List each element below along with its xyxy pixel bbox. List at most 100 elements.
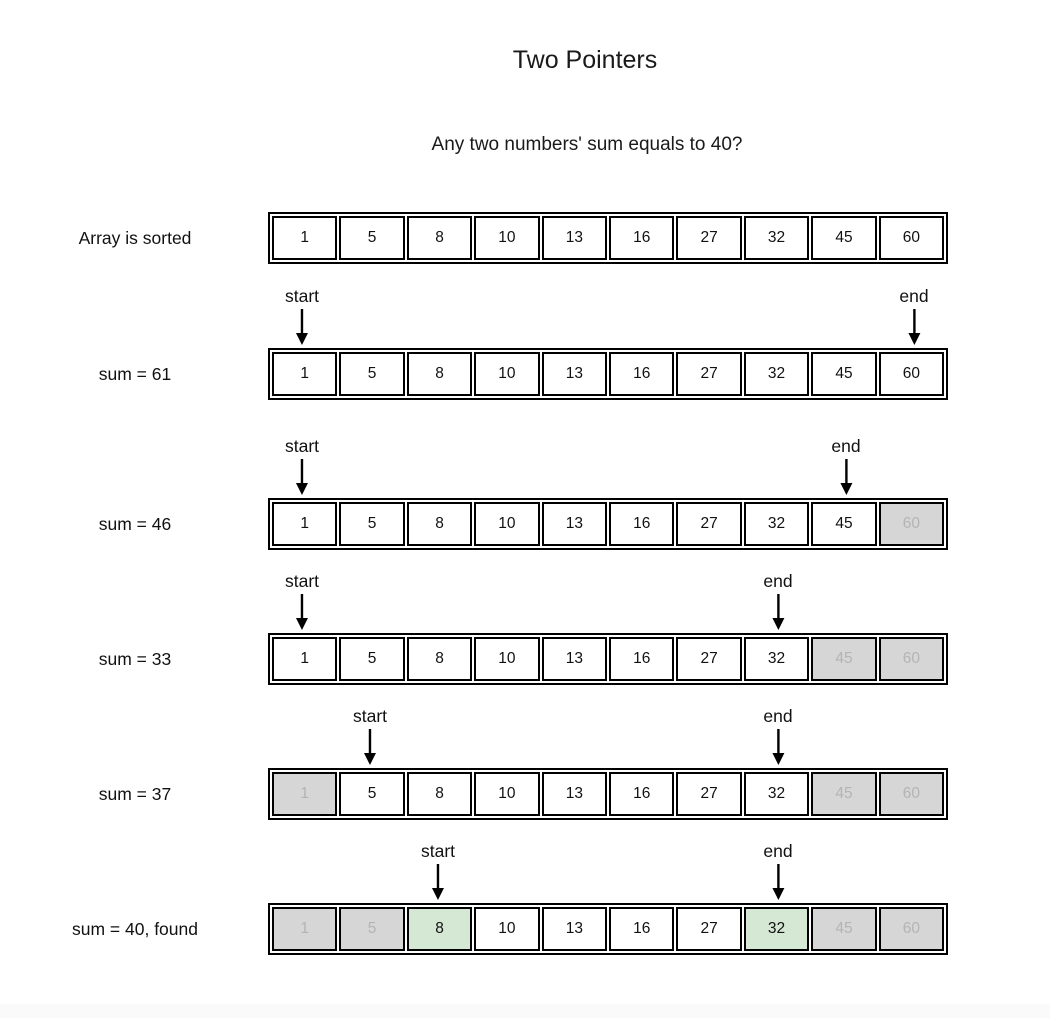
array-cell: 45 <box>811 907 877 951</box>
array-cell: 45 <box>811 772 877 816</box>
array-cell: 32 <box>743 216 810 260</box>
end-pointer-label: end <box>763 841 793 861</box>
array-cell: 60 <box>878 772 945 816</box>
down-arrow-icon <box>839 459 852 495</box>
end-pointer-label: end <box>899 286 929 306</box>
array-cell: 1 <box>272 772 338 816</box>
array-row: sum = 46 start end 1 5 8 10 13 16 27 32 … <box>0 436 1050 550</box>
array-cell: 5 <box>339 502 405 546</box>
page-title: Two Pointers <box>512 46 658 74</box>
array-cell: 32 <box>743 502 810 546</box>
array-cell: 10 <box>474 352 540 396</box>
array-cell: 32 <box>743 352 810 396</box>
question-text: Any two numbers' sum equals to 40? <box>431 134 743 155</box>
row-label: sum = 33 <box>98 648 172 669</box>
array: 1 5 8 10 13 16 27 32 45 60 <box>268 498 948 550</box>
array-cell: 8 <box>406 637 473 681</box>
down-arrow-icon <box>295 309 308 345</box>
array: 1 5 8 10 13 16 27 32 45 60 <box>268 212 948 264</box>
array-row: sum = 37 start end 1 5 8 10 13 16 27 32 … <box>0 706 1050 820</box>
array-cell: 5 <box>339 772 405 816</box>
start-pointer: start <box>421 841 455 900</box>
array-cell: 8 <box>406 502 473 546</box>
array-cell: 10 <box>474 772 540 816</box>
array-cell: 32 <box>743 772 810 816</box>
row-label: sum = 37 <box>98 783 172 804</box>
start-pointer: start <box>285 436 319 495</box>
array-cell: 16 <box>609 637 675 681</box>
array-cell: 1 <box>272 502 338 546</box>
array-cell: 10 <box>474 216 540 260</box>
end-pointer-label: end <box>763 571 793 591</box>
down-arrow-icon <box>363 729 376 765</box>
row-label: sum = 40, found <box>72 918 198 939</box>
array: 1 5 8 10 13 16 27 32 45 60 <box>268 903 948 955</box>
row-label: sum = 61 <box>98 363 172 384</box>
array-cell: 5 <box>339 352 405 396</box>
array-cell: 5 <box>339 216 405 260</box>
array-cell: 32 <box>743 637 810 681</box>
start-pointer: start <box>353 706 387 765</box>
array-cell: 27 <box>676 772 742 816</box>
array-cell: 45 <box>811 502 877 546</box>
array-cell: 8 <box>406 216 473 260</box>
array-cell: 5 <box>339 637 405 681</box>
end-pointer: end <box>899 286 929 345</box>
start-pointer-label: start <box>284 286 320 306</box>
array-cell: 16 <box>609 772 675 816</box>
array-cell: 60 <box>878 907 945 951</box>
array-cell: 13 <box>541 502 608 546</box>
array-row: Array is sorted 1 5 8 10 13 16 27 32 45 … <box>0 212 1050 264</box>
array-cell: 13 <box>541 907 608 951</box>
end-pointer: end <box>763 571 793 630</box>
array-cell: 16 <box>609 352 675 396</box>
start-pointer-label: start <box>284 571 320 591</box>
array-cell: 13 <box>541 772 608 816</box>
start-pointer-label: start <box>420 841 456 861</box>
down-arrow-icon <box>771 594 784 630</box>
array-row: sum = 33 start end 1 5 8 10 13 16 27 32 … <box>0 571 1050 685</box>
array: 1 5 8 10 13 16 27 32 45 60 <box>268 768 948 820</box>
row-label: Array is sorted <box>78 227 192 248</box>
start-pointer: start <box>285 571 319 630</box>
row-label: sum = 46 <box>98 513 172 534</box>
end-pointer: end <box>763 841 793 900</box>
down-arrow-icon <box>431 864 444 900</box>
array-cell: 27 <box>676 907 742 951</box>
end-pointer: end <box>831 436 861 495</box>
down-arrow-icon <box>295 459 308 495</box>
array-cell: 1 <box>272 907 338 951</box>
array-cell: 60 <box>878 502 945 546</box>
array-cell: 32 <box>743 907 810 951</box>
array-cell: 13 <box>541 352 608 396</box>
end-pointer: end <box>763 706 793 765</box>
array-cell: 16 <box>609 502 675 546</box>
array-cell: 10 <box>474 637 540 681</box>
array-cell: 8 <box>406 907 473 951</box>
array-row: sum = 40, found start end 1 5 8 10 13 16… <box>0 841 1050 955</box>
array-cell: 8 <box>406 352 473 396</box>
array-row: sum = 61 start end 1 5 8 10 13 16 27 32 … <box>0 286 1050 400</box>
array-cell: 10 <box>474 907 540 951</box>
array-cell: 13 <box>541 637 608 681</box>
array-cell: 27 <box>676 637 742 681</box>
array-cell: 5 <box>339 907 405 951</box>
array-cell: 45 <box>811 637 877 681</box>
array-cell: 10 <box>474 502 540 546</box>
end-pointer-label: end <box>831 436 861 456</box>
start-pointer-label: start <box>284 436 320 456</box>
array-cell: 1 <box>272 216 338 260</box>
down-arrow-icon <box>771 864 784 900</box>
down-arrow-icon <box>771 729 784 765</box>
start-pointer: start <box>285 286 319 345</box>
down-arrow-icon <box>907 309 920 345</box>
down-arrow-icon <box>295 594 308 630</box>
array-cell: 27 <box>676 352 742 396</box>
array-cell: 8 <box>406 772 473 816</box>
array-cell: 45 <box>811 352 877 396</box>
array-cell: 60 <box>878 216 945 260</box>
array-cell: 27 <box>676 216 742 260</box>
footer-strip <box>0 1004 1050 1018</box>
start-pointer-label: start <box>352 706 388 726</box>
